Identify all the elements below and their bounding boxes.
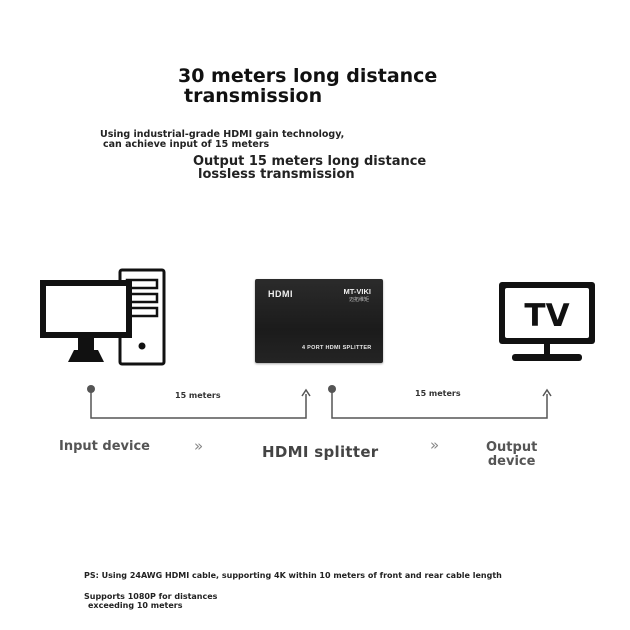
headline: 30 meters long distance transmission: [178, 66, 437, 106]
desktop-computer-icon: [40, 268, 166, 366]
ps-note: PS: Using 24AWG HDMI cable, supporting 4…: [84, 571, 502, 580]
output-label-line-2: device: [487, 454, 536, 469]
brand-subtitle: 迈拓维矩: [348, 297, 369, 303]
headline-line-2: transmission: [184, 85, 323, 107]
description: Using industrial-grade HDMI gain technol…: [100, 130, 344, 150]
description-line-1: Using industrial-grade HDMI gain technol…: [100, 129, 345, 140]
chevron-right-icon: »: [430, 436, 439, 454]
hdmi-splitter-label: HDMI splitter: [262, 443, 379, 461]
description-line-2: can achieve input of 15 meters: [103, 139, 270, 150]
cable-start-dot: [328, 385, 336, 393]
arrow-up-icon: [301, 388, 311, 397]
chevron-right-icon: »: [194, 437, 203, 455]
support-note: Supports 1080P for distances exceeding 1…: [84, 592, 217, 610]
brand-logo: MT-VIKI: [343, 287, 372, 296]
support-note-line-2: exceeding 10 meters: [88, 601, 183, 610]
input-device-label: Input device: [59, 439, 150, 454]
cable-connections: [87, 385, 552, 419]
subheadline-line-1: Output 15 meters long distance: [193, 154, 427, 169]
arrow-up-icon: [542, 388, 552, 397]
subheadline-line-2: lossless transmission: [198, 167, 355, 182]
cable-start-dot: [87, 385, 95, 393]
output-device-label: Output device: [486, 441, 537, 469]
cable-length-right: 15 meters: [415, 389, 461, 398]
hdmi-splitter-device: HDMI MT-VIKI 迈拓维矩 4 PORT HDMI SPLITTER: [255, 279, 383, 363]
subheadline: Output 15 meters long distance lossless …: [193, 155, 426, 181]
headline-line-1: 30 meters long distance: [178, 65, 438, 87]
tv-icon: TV: [499, 282, 595, 361]
cable-length-left: 15 meters: [175, 391, 221, 400]
support-note-line-1: Supports 1080P for distances: [84, 592, 218, 601]
output-label-line-1: Output: [486, 440, 538, 455]
hdmi-logo: HDMI: [268, 289, 293, 299]
splitter-model-text: 4 PORT HDMI SPLITTER: [302, 345, 372, 351]
tv-label: TV: [524, 298, 569, 334]
